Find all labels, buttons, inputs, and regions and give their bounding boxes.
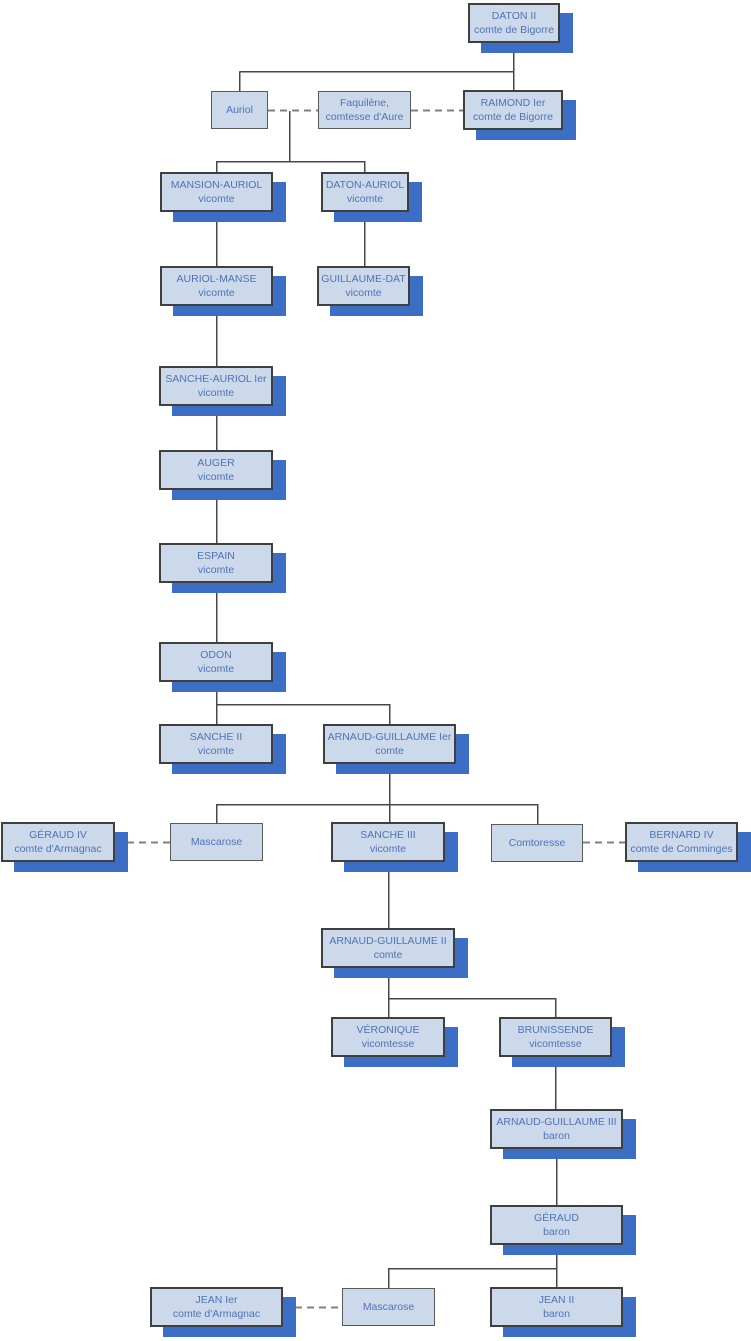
person-title: vicomte [197,387,235,399]
person-name: MANSION-AURIOL [170,179,263,191]
person-name: ARNAUD-GUILLAUME Ier [327,731,452,743]
person-title: vicomte [197,564,235,576]
person-name: GÉRAUD IV [29,829,87,841]
person-title: comte de Bigorre [473,111,553,123]
node-mascarose-2[interactable]: Mascarose [342,1288,435,1326]
person-name: Mascarose [362,1301,415,1313]
node-arnaud-guillaume-iii[interactable]: ARNAUD-GUILLAUME III baron [490,1109,623,1149]
person-name: Auriol [226,104,253,116]
node-comtoresse[interactable]: Comtoresse [491,824,583,862]
person-title: vicomte [197,663,235,675]
person-name: Faquilène, [339,97,390,109]
person-name: DATON-AURIOL [325,179,405,191]
person-name: DATON II [491,10,537,22]
person-name: JEAN II [538,1294,575,1306]
person-title: vicomte [197,471,235,483]
node-auriol-manse[interactable]: AURIOL-MANSE vicomte [160,266,273,306]
node-geraud[interactable]: GÉRAUD baron [490,1205,623,1245]
person-name: ODON [200,649,232,661]
node-auger[interactable]: AUGER vicomte [159,450,273,490]
person-title: comte d'Armagnac [172,1308,261,1320]
person-title: vicomte [197,745,235,757]
person-name: GUILLAUME-DAT [321,273,406,285]
node-geraud-iv[interactable]: GÉRAUD IV comte d'Armagnac [1,822,115,862]
node-mascarose-1[interactable]: Mascarose [170,823,263,861]
node-raimond-ier[interactable]: RAIMOND Ier comte de Bigorre [463,90,563,130]
person-title: vicomtesse [529,1038,582,1050]
person-name: JEAN Ier [195,1294,238,1306]
person-title: vicomte [346,193,384,205]
person-name: AUGER [197,457,235,469]
person-name: ARNAUD-GUILLAUME II [329,935,447,947]
node-guillaume-dat[interactable]: GUILLAUME-DAT vicomte [317,266,410,306]
person-title: vicomte [198,287,235,299]
person-name: Mascarose [190,836,243,848]
person-name: SANCHE II [189,731,243,743]
node-arnaud-guillaume-ii[interactable]: ARNAUD-GUILLAUME II comte [321,928,455,968]
node-odon[interactable]: ODON vicomte [159,642,273,682]
node-mansion-auriol[interactable]: MANSION-AURIOL vicomte [160,172,273,212]
person-title: comtesse d'Aure [325,111,404,123]
node-jean-ier[interactable]: JEAN Ier comte d'Armagnac [150,1287,283,1327]
node-sanche-ii[interactable]: SANCHE II vicomte [159,724,273,764]
node-daton-auriol[interactable]: DATON-AURIOL vicomte [321,172,409,212]
node-espain[interactable]: ESPAIN vicomte [159,543,273,583]
person-name: ESPAIN [197,550,235,562]
node-sanche-auriol-ier[interactable]: SANCHE-AURIOL Ier vicomte [159,366,273,406]
node-auriol[interactable]: Auriol [211,91,268,129]
person-title: comte d'Armagnac [14,843,102,855]
node-jean-ii[interactable]: JEAN II baron [490,1287,623,1327]
person-name: SANCHE-AURIOL Ier [165,373,267,385]
person-title: vicomte [369,843,407,855]
person-name: BERNARD IV [649,829,714,841]
person-name: RAIMOND Ier [480,97,546,109]
person-title: baron [543,1226,570,1238]
person-name: SANCHE III [360,829,416,841]
descent-lines [215,43,558,1288]
person-title: comte de Comminges [630,843,733,855]
person-title: comte [375,745,404,757]
person-title: comte [373,949,403,961]
person-title: vicomtesse [361,1038,415,1050]
node-bernard-iv[interactable]: BERNARD IV comte de Comminges [625,822,738,862]
person-name: ARNAUD-GUILLAUME III [496,1116,617,1128]
person-name: Comtoresse [508,837,566,849]
node-daton-ii[interactable]: DATON II comte de Bigorre [468,3,560,43]
node-arnaud-guillaume-ier[interactable]: ARNAUD-GUILLAUME Ier comte [323,724,456,764]
person-title: baron [543,1130,570,1142]
person-name: VÉRONIQUE [356,1024,420,1036]
node-sanche-iii[interactable]: SANCHE III vicomte [331,822,445,862]
person-title: comte de Bigorre [474,24,554,36]
person-title: vicomte [198,193,235,205]
node-veronique[interactable]: VÉRONIQUE vicomtesse [331,1017,445,1057]
node-faquilene[interactable]: Faquilène, comtesse d'Aure [318,91,411,129]
person-name: AURIOL-MANSE [176,273,257,285]
person-name: BRUNISSENDE [517,1024,594,1036]
person-name: GÉRAUD [534,1212,579,1224]
person-title: vicomte [345,287,382,299]
marriage-lines [115,109,625,1309]
person-title: baron [543,1308,570,1320]
node-brunissende[interactable]: BRUNISSENDE vicomtesse [499,1017,612,1057]
